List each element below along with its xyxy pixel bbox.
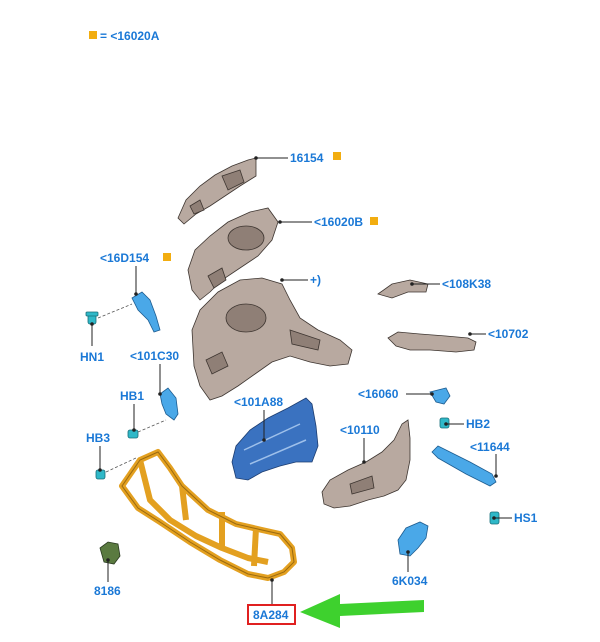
callout-11644[interactable]: <11644	[470, 440, 510, 454]
part-8a284-illustration	[119, 449, 297, 581]
callout-hb1[interactable]: HB1	[120, 389, 144, 403]
part-101a88-illustration	[231, 397, 319, 481]
callout-108k38[interactable]: <108K38	[442, 277, 491, 291]
part-108k38-illustration	[377, 279, 429, 299]
legend-orange-square-icon	[89, 31, 97, 39]
callout-8186[interactable]: 8186	[94, 584, 121, 598]
part-hb2-illustration	[439, 417, 450, 429]
callout-6k034[interactable]: 6K034	[392, 574, 428, 588]
highlighted-callout-8a284[interactable]: 8A284	[247, 604, 296, 625]
part-10702-illustration	[387, 331, 477, 353]
part-8186-illustration	[99, 541, 121, 565]
leader-lines	[90, 156, 512, 606]
part-plus-apron-illustration	[191, 277, 353, 401]
callout-101a88[interactable]: <101A88	[234, 395, 283, 409]
callout-16020b[interactable]: <16020B	[314, 215, 363, 229]
part-16154-illustration	[177, 157, 257, 225]
callout-hs1[interactable]: HS1	[514, 511, 538, 525]
callout-10110[interactable]: <10110	[340, 423, 380, 437]
callout-hb2[interactable]: HB2	[466, 417, 490, 431]
part-hn1-illustration	[85, 303, 133, 325]
callout-16154-orange-square-icon	[333, 152, 341, 160]
part-16d154-illustration	[131, 291, 161, 333]
part-6k034-illustration	[397, 521, 429, 557]
callout-16d154-orange-square-icon	[163, 253, 171, 261]
callout-labels: 16154 <16020B <16D154 +) <108K38 HN1 <10…	[80, 151, 538, 598]
part-11644-illustration	[431, 445, 497, 487]
callout-10702[interactable]: <10702	[488, 327, 529, 341]
callout-16020b-orange-square-icon	[370, 217, 378, 225]
part-101c30-illustration	[159, 387, 179, 421]
callout-16d154[interactable]: <16D154	[100, 251, 149, 265]
part-16020b-illustration	[187, 207, 279, 301]
green-arrow-icon	[300, 594, 424, 628]
callout-16154[interactable]: 16154	[290, 151, 324, 165]
legend: = <16020A	[89, 29, 160, 43]
legend-text: = <16020A	[100, 29, 160, 43]
callout-hb3[interactable]: HB3	[86, 431, 110, 445]
callout-8a284[interactable]: 8A284	[253, 608, 289, 622]
callout-plus[interactable]: +)	[310, 273, 321, 287]
callout-hn1[interactable]: HN1	[80, 350, 104, 364]
highlight-box	[247, 604, 296, 625]
callout-101c30[interactable]: <101C30	[130, 349, 179, 363]
callout-16060[interactable]: <16060	[358, 387, 399, 401]
part-16060-illustration	[429, 387, 451, 405]
